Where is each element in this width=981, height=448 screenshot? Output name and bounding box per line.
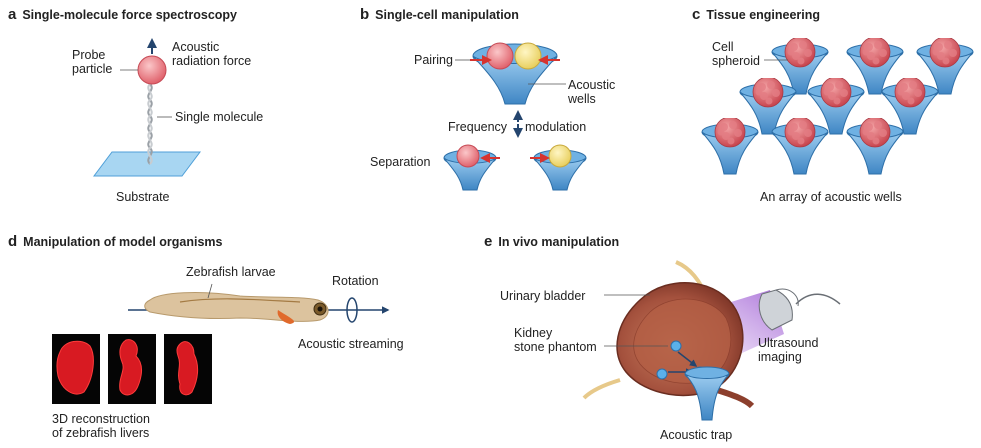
panel-e-graphic	[582, 260, 841, 421]
frequency-label: Frequency	[448, 120, 508, 134]
single-molecule-label: Single molecule	[175, 110, 264, 124]
panel-b-graphic	[443, 42, 587, 191]
ultrasound-probe-icon	[758, 288, 841, 331]
probe-particle-label: Probe particle	[72, 48, 113, 76]
panel-d-title-text: Manipulation of model organisms	[23, 235, 223, 249]
panel-c-graphic	[702, 37, 973, 174]
liver-image-1	[52, 334, 100, 404]
separation-well-1	[443, 144, 500, 191]
kidney-stone-label: Kidney stone phantom	[514, 326, 597, 354]
panel-a-letter: a	[8, 6, 17, 23]
panel-e-title-text: In vivo manipulation	[498, 235, 620, 249]
panel-b-title-text: Single-cell manipulation	[375, 8, 519, 22]
pairing-well	[470, 42, 560, 105]
acoustic-wells-label: Acoustic wells	[568, 78, 616, 106]
panel-a-title-text: Single-molecule force spectroscopy	[22, 8, 237, 22]
rotation-icon	[346, 297, 358, 323]
spheroid-well	[702, 117, 758, 174]
zebrafish-larvae-label: Zebrafish larvae	[186, 265, 276, 279]
panel-d-title: d Manipulation of model organisms	[8, 233, 223, 250]
array-label: An array of acoustic wells	[760, 190, 902, 204]
substrate-label: Substrate	[116, 190, 170, 204]
acoustic-streaming-label: Acoustic streaming	[298, 337, 404, 351]
panel-d-graphic	[52, 283, 390, 404]
liver-image-3	[164, 334, 212, 404]
cell-spheroid-label: Cell spheroid	[712, 40, 760, 68]
panel-e-letter: e	[484, 233, 493, 250]
acoustic-radiation-force-label: Acoustic radiation force	[172, 40, 252, 68]
kidney-stone	[670, 340, 682, 352]
panel-d-letter: d	[8, 233, 18, 250]
acoustic-trap	[684, 366, 730, 421]
spheroid-well	[772, 117, 828, 174]
panel-b-letter: b	[360, 6, 370, 23]
ultrasound-imaging-label: Ultrasound imaging	[758, 336, 819, 364]
liver-image-2	[108, 334, 156, 404]
separation-label: Separation	[370, 155, 431, 169]
modulation-label: modulation	[525, 120, 587, 134]
acoustic-trap-label: Acoustic trap	[660, 428, 733, 442]
zebrafish-larva	[144, 292, 329, 322]
panel-c-title: c Tissue engineering	[692, 6, 820, 23]
panel-b-title: b Single-cell manipulation	[360, 6, 519, 23]
substrate-slab	[93, 151, 201, 177]
panel-c-title-text: Tissue engineering	[706, 8, 821, 22]
kidney-stone	[656, 368, 668, 380]
liver-reconstruction-label: 3D reconstruction of zebrafish livers	[52, 412, 150, 440]
panel-e-title: e In vivo manipulation	[484, 233, 619, 250]
rotation-label: Rotation	[332, 274, 379, 288]
panel-a-title: a Single-molecule force spectroscopy	[8, 6, 237, 23]
panel-c-letter: c	[692, 6, 701, 23]
probe-particle	[137, 55, 167, 85]
spheroid-well	[847, 117, 903, 174]
separation-well-2	[530, 144, 587, 191]
urinary-bladder-label: Urinary bladder	[500, 289, 586, 303]
pairing-label: Pairing	[414, 53, 453, 67]
panel-a-graphic	[93, 38, 201, 177]
